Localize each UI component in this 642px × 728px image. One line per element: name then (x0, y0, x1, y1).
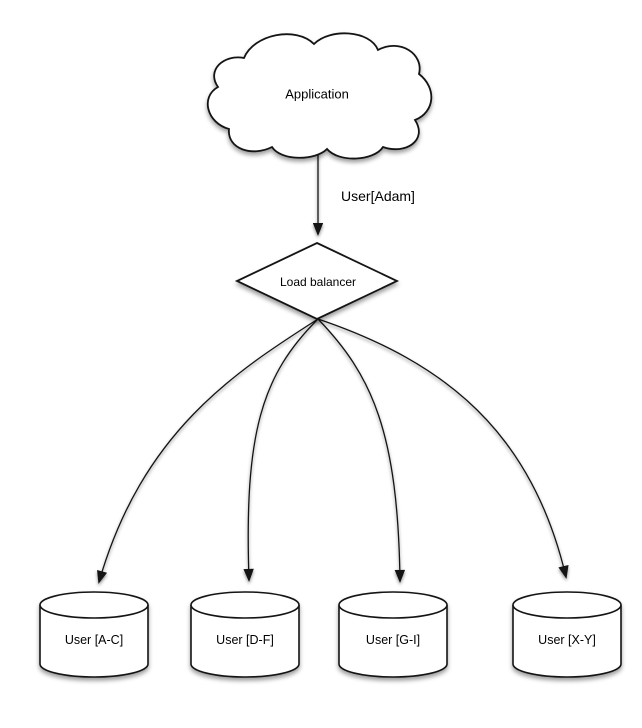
edge-lb-to-shard-g-i (317, 318, 406, 583)
shapes (39, 32, 622, 678)
application-cloud-shape (207, 32, 433, 160)
edge-lb-to-shard-d-f (243, 318, 319, 582)
edge-label-user-adam: User[Adam] (341, 188, 415, 204)
cylinder-user-g-i (338, 591, 448, 678)
shard-label-g-i: User [G-I] (365, 633, 421, 647)
cylinder-user-a-c (39, 591, 149, 678)
edge-lb-to-shard-x-y (317, 318, 569, 579)
shard-label-a-c: User [A-C] (64, 633, 124, 647)
application-cloud-label: Application (285, 86, 349, 102)
load-balancer-diamond (234, 242, 400, 320)
edge-lb-to-shard-a-c (97, 318, 319, 584)
cylinder-user-d-f (190, 591, 300, 678)
shard-label-d-f: User [D-F] (216, 633, 274, 647)
shard-label-x-y: User [X-Y] (538, 633, 596, 647)
load-balancer-label: Load balancer (279, 275, 357, 289)
connectors (97, 151, 569, 584)
cylinder-user-x-y (512, 591, 622, 678)
